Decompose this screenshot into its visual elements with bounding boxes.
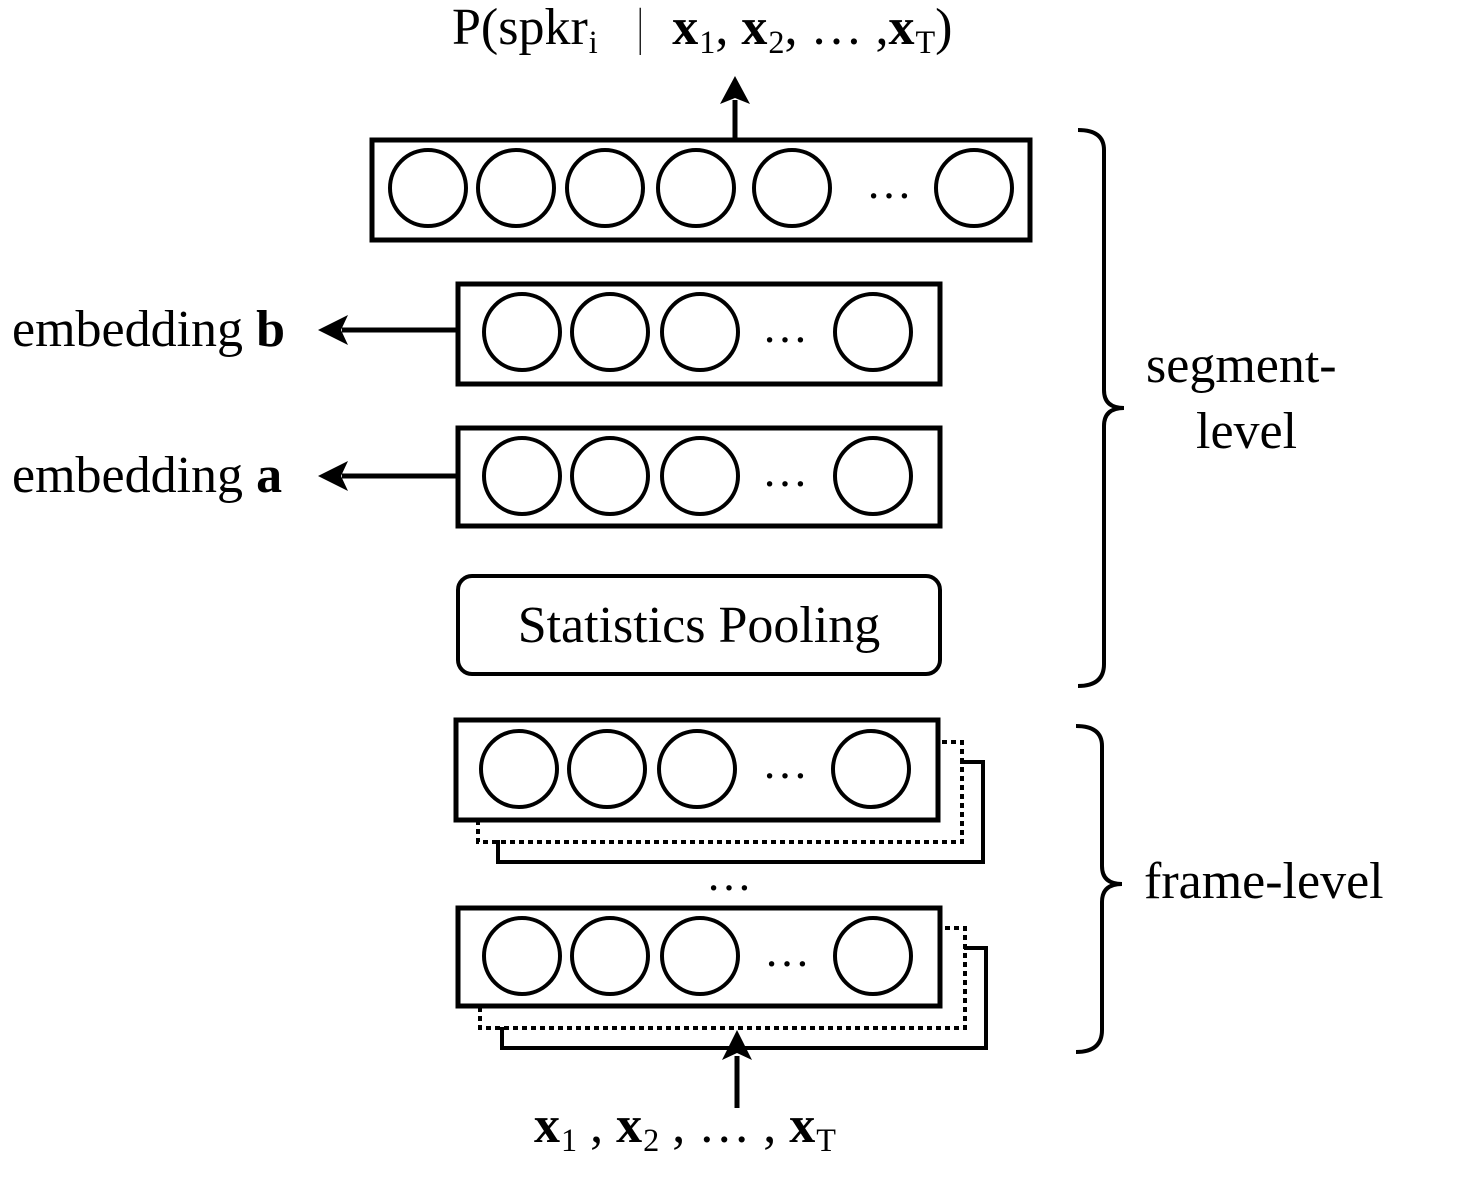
output-x1: x — [672, 0, 699, 56]
embedding-a-label: embedding a — [12, 450, 282, 502]
segment-level-label-line2: level — [1196, 403, 1298, 460]
input-x1: x — [534, 1097, 560, 1154]
neuron — [660, 436, 740, 516]
output-x1-sub: 1 — [699, 24, 716, 61]
embedding-b-text: embedding — [12, 301, 257, 358]
frame-level-label: frame-level — [1144, 853, 1384, 910]
segment-level-brace — [1077, 128, 1125, 688]
output-x2: x — [741, 0, 768, 56]
neuron — [833, 292, 913, 372]
statistics-pooling-box — [456, 574, 942, 676]
input-dots: , … , — [672, 1097, 777, 1154]
statistics-pooling-label: Statistics Pooling — [517, 596, 881, 654]
neuron — [479, 729, 559, 809]
embedding-b-label: embedding b — [12, 304, 285, 356]
embedding-b-ellipsis: … — [762, 301, 808, 352]
embedding-a-ellipsis: … — [762, 445, 808, 496]
output-comma1: , — [715, 0, 729, 56]
neuron — [570, 292, 650, 372]
neuron — [482, 916, 562, 996]
neuron — [482, 292, 562, 372]
output-xT-sub: T — [915, 24, 936, 61]
neuron — [570, 436, 650, 516]
frame-layer-bottom — [455, 905, 988, 1050]
neuron — [660, 916, 740, 996]
between-frames-ellipsis: … — [706, 849, 752, 900]
frame-bottom-ellipsis: … — [764, 925, 810, 976]
neuron — [656, 148, 736, 228]
neuron — [570, 916, 650, 996]
embedding-a-arrow — [318, 461, 458, 491]
output-layer — [369, 137, 1033, 243]
neuron — [934, 148, 1014, 228]
embedding-a-text: embedding — [12, 447, 257, 504]
neuron — [482, 436, 562, 516]
frame-top-ellipsis: … — [762, 737, 808, 788]
output-x2-sub: 2 — [768, 24, 785, 61]
embedding-a-layer — [455, 425, 943, 529]
output-close: ) — [935, 0, 953, 56]
neuron — [388, 148, 468, 228]
input-xT: x — [789, 1097, 816, 1154]
embedding-b-letter: b — [256, 301, 285, 358]
neuron — [833, 436, 913, 516]
neuron — [660, 292, 740, 372]
output-spkr-sub: i — [588, 24, 598, 61]
neuron — [657, 729, 737, 809]
neuron — [752, 148, 832, 228]
neuron — [567, 729, 647, 809]
neuron — [831, 729, 911, 809]
output-layer-ellipsis: … — [866, 157, 912, 208]
input-arrow — [722, 1030, 752, 1108]
output-arrow — [720, 76, 750, 140]
neuron — [565, 148, 645, 228]
neuron — [476, 148, 556, 228]
output-dots: , … , — [784, 0, 889, 56]
input-x2-sub: 2 — [643, 1122, 660, 1159]
input-x2: x — [616, 1097, 643, 1154]
segment-level-label-line1: segment- — [1146, 337, 1337, 394]
input-x1-sub: 1 — [561, 1122, 578, 1159]
output-bar: | — [637, 0, 643, 56]
output-prefix: P(spkr — [452, 0, 588, 56]
input-xT-sub: T — [816, 1122, 836, 1159]
input-formula: x1 , x2 , … , xT — [534, 1097, 836, 1157]
input-comma1: , — [590, 1097, 604, 1154]
output-xT: x — [888, 0, 915, 56]
frame-layer-top — [453, 717, 985, 864]
embedding-b-arrow — [318, 315, 458, 345]
embedding-b-layer — [455, 281, 943, 387]
embedding-a-letter: a — [256, 447, 283, 504]
output-formula: P(spkri | x1, x2, … ,xT) — [452, 0, 953, 59]
frame-level-brace — [1075, 724, 1123, 1054]
neuron — [833, 916, 913, 996]
